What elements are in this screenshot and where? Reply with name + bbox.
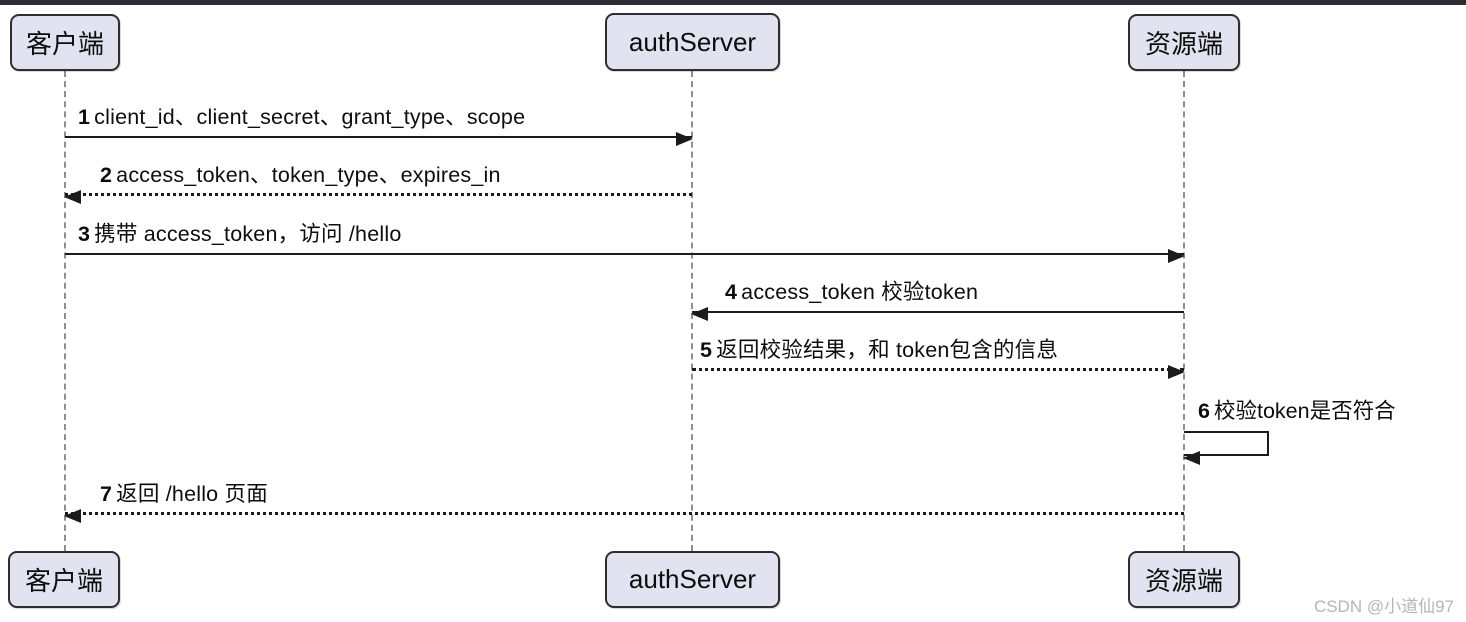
message-3-line — [65, 253, 1184, 255]
self-loop-line — [1184, 431, 1269, 456]
message-7-number: 7 — [100, 482, 113, 506]
message-1-line — [65, 136, 692, 138]
arrowhead-right-icon — [676, 132, 693, 146]
actor-client-bottom: 客户端 — [8, 551, 120, 608]
message-5-number: 5 — [700, 338, 713, 362]
message-5-text: 返回校验结果，和 token包含的信息 — [716, 338, 1059, 362]
message-2-line — [65, 193, 692, 196]
message-4-line — [692, 311, 1184, 313]
actor-authserver-top: authServer — [605, 13, 780, 71]
message-6-number: 6 — [1198, 399, 1210, 423]
arrowhead-right-icon — [1168, 249, 1185, 263]
window-top-edge — [0, 0, 1466, 5]
lifeline-resource — [1183, 71, 1185, 551]
message-6-text: 校验token是否符合 — [1213, 399, 1396, 423]
message-2-text: access_token、token_type、expires_in — [116, 163, 501, 187]
lifeline-client — [64, 71, 66, 551]
arrowhead-left-icon — [64, 509, 81, 523]
message-3-number: 3 — [78, 222, 91, 246]
message-4-text: access_token 校验token — [741, 280, 979, 304]
actor-resource-top: 资源端 — [1128, 14, 1240, 71]
message-7-line — [65, 512, 1184, 515]
message-3-text: 携带 access_token，访问 /hello — [94, 222, 402, 246]
message-7-text: 返回 /hello 页面 — [116, 482, 268, 506]
message-5-line — [692, 368, 1184, 371]
message-4-number: 4 — [725, 280, 738, 304]
arrowhead-left-icon — [691, 307, 708, 321]
actor-authserver-bottom: authServer — [605, 551, 780, 608]
message-1-text: client_id、client_secret、grant_type、scope — [94, 105, 526, 129]
csdn-watermark: CSDN @小道仙97 — [1313, 597, 1454, 616]
arrowhead-left-icon — [64, 190, 81, 204]
arrowhead-left-icon — [1183, 451, 1200, 465]
message-1-number: 1 — [78, 105, 91, 129]
actor-client-top: 客户端 — [10, 14, 120, 71]
actor-resource-bottom: 资源端 — [1128, 551, 1240, 608]
arrowhead-right-icon — [1168, 365, 1185, 379]
message-2-number: 2 — [100, 163, 113, 187]
